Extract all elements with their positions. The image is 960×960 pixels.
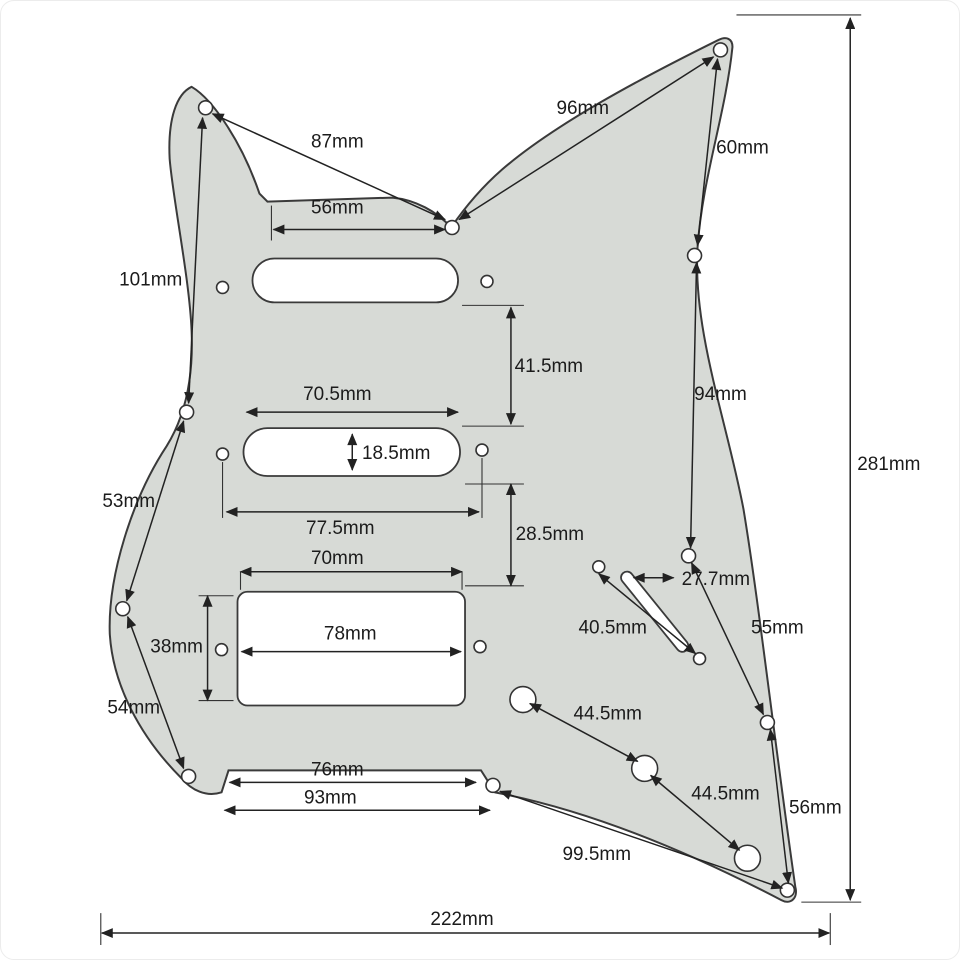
humbucker-cutout (236, 590, 466, 707)
neck-pickup-screw-left (215, 280, 230, 295)
dim-label-27-7: 27.7mm (682, 569, 750, 590)
dim-label-101: 101mm (119, 269, 182, 290)
dim-label-54: 54mm (107, 698, 160, 719)
dimension-line-101 (184, 116, 208, 405)
dim-label-93: 93mm (304, 787, 357, 808)
dimension-line-99-5 (499, 790, 784, 890)
dim-label-41-5: 41.5mm (515, 356, 583, 377)
screw-hole-bottom-center (485, 777, 501, 794)
dim-label-281: 281mm (857, 454, 920, 475)
dim-label-96: 96mm (556, 98, 609, 119)
screw-hole-right-upper (686, 247, 703, 264)
dimension-line-87 (211, 113, 446, 221)
dimension-line-60 (693, 57, 722, 247)
dim-label-87: 87mm (311, 132, 364, 153)
neck-pickup-screw-right (480, 274, 494, 289)
dimension-line-94 (685, 261, 702, 549)
dim-label-40-5: 40.5mm (578, 618, 646, 639)
dimension-line-55 (690, 561, 765, 716)
dimension-line-40-5 (597, 573, 697, 655)
dim-label-94: 94mm (694, 384, 747, 405)
dim-label-222: 222mm (430, 909, 493, 930)
screw-hole-bottom-left (180, 768, 197, 785)
dim-label-56-right: 56mm (789, 797, 842, 818)
dimension-lines (100, 16, 856, 939)
middle-pickup-screw-left (215, 447, 230, 461)
dim-label-28-5: 28.5mm (516, 524, 584, 545)
dim-label-56-top: 56mm (311, 198, 364, 219)
switch-screw-upper (591, 560, 606, 574)
dim-label-70-5: 70.5mm (303, 384, 371, 405)
screw-hole-top-right-horn (712, 42, 729, 58)
dimension-line-53 (125, 420, 186, 602)
dim-label-55: 55mm (751, 618, 804, 639)
dimension-line-54 (126, 615, 185, 770)
switch-screw-lower (692, 651, 707, 666)
humbucker-screw-left (214, 642, 229, 657)
dimension-labels: 96mm 87mm 60mm 56mm 101mm 41.5mm 70.5mm … (102, 98, 920, 930)
screw-hole-left-waist (114, 600, 131, 617)
screw-hole-right-lower (759, 714, 776, 731)
humbucker-screw-right (473, 639, 487, 654)
neck-pickup-cutout (251, 257, 459, 304)
dim-label-99-5: 99.5mm (563, 844, 631, 865)
dim-label-70: 70mm (311, 548, 364, 569)
dim-label-38: 38mm (150, 637, 203, 658)
dim-label-53: 53mm (102, 491, 155, 512)
pot-hole-1 (509, 685, 537, 714)
dim-label-78: 78mm (324, 624, 377, 645)
screw-hole-neck-notch (444, 219, 460, 236)
screw-hole-left-upper (178, 404, 195, 420)
dim-label-44-5-a: 44.5mm (573, 704, 641, 725)
middle-pickup-screw-right (475, 443, 489, 457)
dim-label-77-5: 77.5mm (306, 518, 374, 539)
screw-hole-right-middle (680, 548, 697, 564)
dim-label-18-5: 18.5mm (362, 443, 430, 464)
screw-hole-bottom-right-tip (779, 882, 796, 898)
dim-label-76: 76mm (311, 759, 364, 780)
dim-label-44-5-b: 44.5mm (691, 783, 759, 804)
screw-hole-top-left-horn (197, 99, 214, 116)
dim-label-60: 60mm (716, 138, 769, 159)
dimension-line-44-5-a (529, 702, 639, 763)
dimension-line-96 (458, 56, 715, 221)
